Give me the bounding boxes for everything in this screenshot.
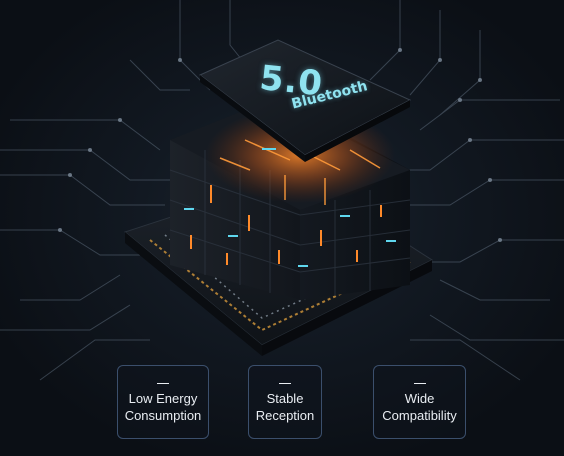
feature-card-stable-reception: Stable Reception (248, 365, 322, 439)
bluetooth-chip-top (199, 39, 412, 162)
feature-title: Low Energy (128, 391, 198, 406)
circuit-nodes (58, 48, 502, 242)
feature-subtitle: Consumption (124, 408, 202, 423)
feature-card-wide-compatibility: Wide Compatibility (373, 365, 466, 439)
feature-card-low-energy: Low Energy Consumption (117, 365, 209, 439)
card-dash (157, 383, 169, 384)
feature-list: Low Energy Consumption Stable Reception … (0, 365, 564, 441)
feature-title: Wide (404, 391, 435, 406)
feature-subtitle: Compatibility (382, 408, 457, 423)
cube-glow-slots (184, 148, 396, 267)
card-dash (413, 383, 426, 384)
feature-subtitle: Reception (255, 408, 315, 423)
feature-title: Stable (266, 391, 304, 406)
card-dash (279, 383, 291, 384)
